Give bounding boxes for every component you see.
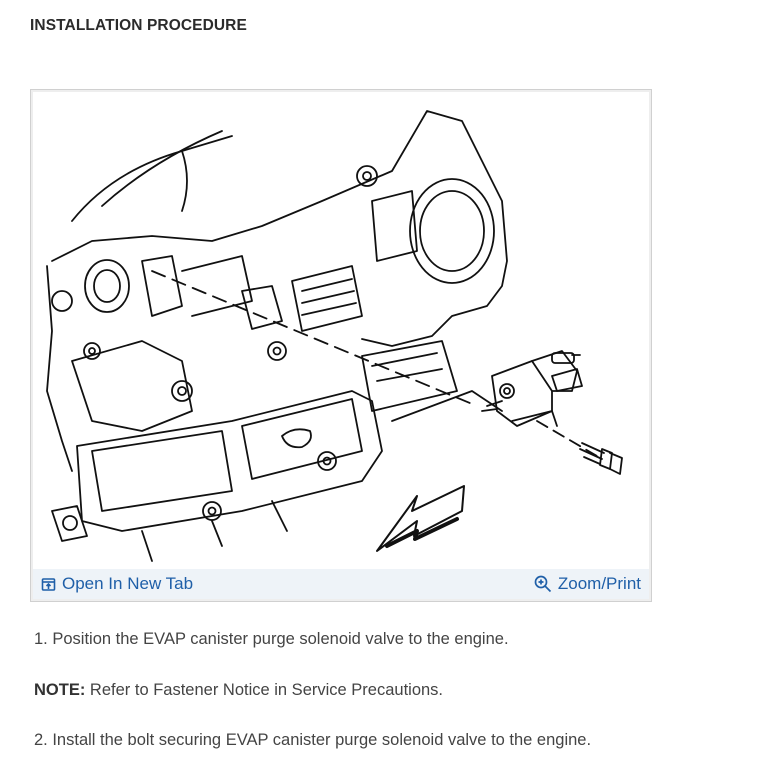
engine-block-outline [51, 110, 508, 347]
zoom-print-button[interactable]: Zoom/Print [526, 574, 649, 594]
open-in-new-tab-label: Open In New Tab [62, 574, 194, 593]
step-2: 2. Install the bolt securing EVAP canist… [34, 731, 592, 749]
bolt [579, 442, 623, 475]
lower-housing [76, 390, 383, 532]
open-in-new-tab-button[interactable]: Open In New Tab [33, 574, 201, 594]
note-text: Refer to Fastener Notice in Service Prec… [85, 681, 444, 699]
direction-arrow [376, 485, 465, 552]
page-title: INSTALLATION PROCEDURE [30, 17, 247, 34]
alignment-line [151, 270, 478, 407]
bolt-head-upper [356, 165, 378, 187]
engine-diagram[interactable] [32, 91, 650, 569]
note: NOTE: Refer to Fastener Notice in Servic… [34, 681, 443, 700]
evap-purge-solenoid-valve [481, 350, 583, 427]
zoom-print-label: Zoom/Print [557, 574, 641, 593]
magnifier-plus-icon [534, 575, 551, 593]
note-label: NOTE: [34, 681, 86, 699]
figure-card: Open In New Tab Zoom/Print [30, 89, 652, 602]
open-external-icon [41, 577, 56, 591]
figure-toolbar: Open In New Tab Zoom/Print [33, 569, 649, 599]
step-1: 1. Position the EVAP canister purge sole… [34, 630, 509, 648]
throttle-port [409, 178, 495, 284]
